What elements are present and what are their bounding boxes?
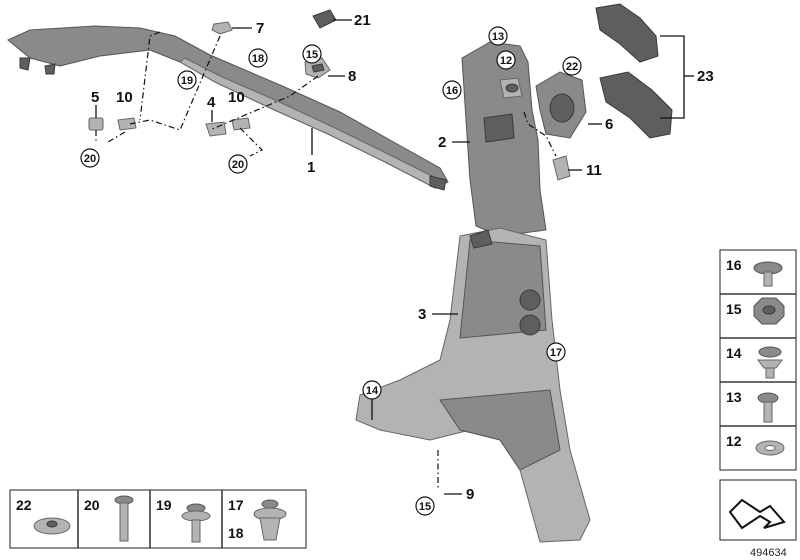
callout-22: 22: [562, 56, 582, 76]
bottom-label-18: 18: [228, 525, 244, 541]
nut-15-icon: [753, 297, 785, 325]
table-label-15: 15: [726, 301, 742, 317]
callout-10-right: 10: [228, 89, 245, 106]
callout-12: 12: [496, 50, 516, 70]
screw-19-icon: [181, 503, 211, 543]
callout-14: 14: [362, 380, 382, 400]
svg-text:16: 16: [446, 85, 458, 97]
screw-13-icon: [757, 392, 779, 423]
svg-text:15: 15: [306, 49, 318, 61]
callout-8: 8: [348, 68, 356, 85]
fastener-table-right: 16 15 14 13 12: [719, 249, 797, 471]
callout-18: 18: [248, 48, 268, 68]
table-label-16: 16: [726, 257, 742, 273]
callout-11: 11: [586, 162, 602, 179]
svg-text:18: 18: [252, 53, 264, 65]
a-pillar-trim: [7, 25, 449, 191]
callout-6: 6: [605, 116, 613, 133]
speaker-grille-6: [535, 71, 587, 139]
svg-text:12: 12: [500, 55, 512, 67]
callout-1: 1: [307, 159, 315, 176]
grab-handle-lower: [599, 71, 673, 139]
callout-3: 3: [418, 306, 426, 323]
clip-19: [211, 21, 233, 35]
part-21: [312, 9, 337, 29]
fastener-table-bottom: 22 20 19 17 18: [9, 489, 307, 549]
callout-20-right: 20: [228, 154, 248, 174]
orientation-arrow-box: [719, 479, 797, 541]
bottom-label-22: 22: [16, 497, 32, 513]
table-label-14: 14: [726, 345, 742, 361]
screw-16-icon: [753, 261, 783, 287]
callout-9: 9: [466, 486, 474, 503]
callout-19: 19: [177, 70, 197, 90]
diagram-id: 494634: [750, 547, 787, 559]
table-label-12: 12: [726, 433, 742, 449]
callout-7: 7: [256, 20, 264, 37]
svg-text:14: 14: [366, 385, 379, 397]
clip-nut-22-icon: [33, 517, 71, 535]
bracket-10b: [231, 117, 251, 131]
svg-text:20: 20: [232, 159, 244, 171]
callout-10-left: 10: [116, 89, 133, 106]
svg-text:15: 15: [419, 501, 431, 513]
callout-2: 2: [438, 134, 446, 151]
callout-leaders: [95, 19, 694, 495]
svg-text:19: 19: [181, 75, 193, 87]
screw-20-icon: [114, 495, 134, 542]
bottom-label-19: 19: [156, 497, 172, 513]
clip-11: [552, 155, 571, 181]
grab-handle-upper: [595, 3, 659, 63]
callout-20-left: 20: [80, 148, 100, 168]
bracket-10a: [117, 117, 137, 131]
callout-23: 23: [697, 68, 714, 85]
callout-15-bottom: 15: [415, 496, 435, 516]
svg-text:22: 22: [566, 61, 578, 73]
callout-4: 4: [207, 94, 216, 111]
callout-labels: 7 8 21 1 4 5 10 10 2 6 11 3 9 23: [91, 12, 714, 503]
circled-callouts: 18 15 19 20 20 13 12 16: [80, 26, 582, 516]
expansion-clip-icon: [253, 499, 287, 541]
callout-21: 21: [354, 12, 371, 29]
svg-text:13: 13: [492, 31, 504, 43]
b-pillar-upper-trim: [461, 41, 547, 237]
callout-15-top: 15: [302, 44, 322, 64]
callout-16: 16: [442, 80, 462, 100]
assembly-leaders: [95, 31, 557, 490]
callout-17: 17: [546, 342, 566, 362]
table-label-13: 13: [726, 389, 742, 405]
b-pillar-lower-trim: [355, 227, 591, 543]
plug-5: [88, 117, 104, 131]
cover-4: [205, 121, 227, 137]
screw-14-icon: [757, 346, 783, 379]
bottom-label-20: 20: [84, 497, 100, 513]
washer-12-icon: [755, 440, 785, 456]
svg-text:20: 20: [84, 153, 96, 165]
bottom-label-17: 17: [228, 497, 244, 513]
callout-13: 13: [488, 26, 508, 46]
svg-text:17: 17: [550, 347, 562, 359]
callout-5: 5: [91, 89, 99, 106]
